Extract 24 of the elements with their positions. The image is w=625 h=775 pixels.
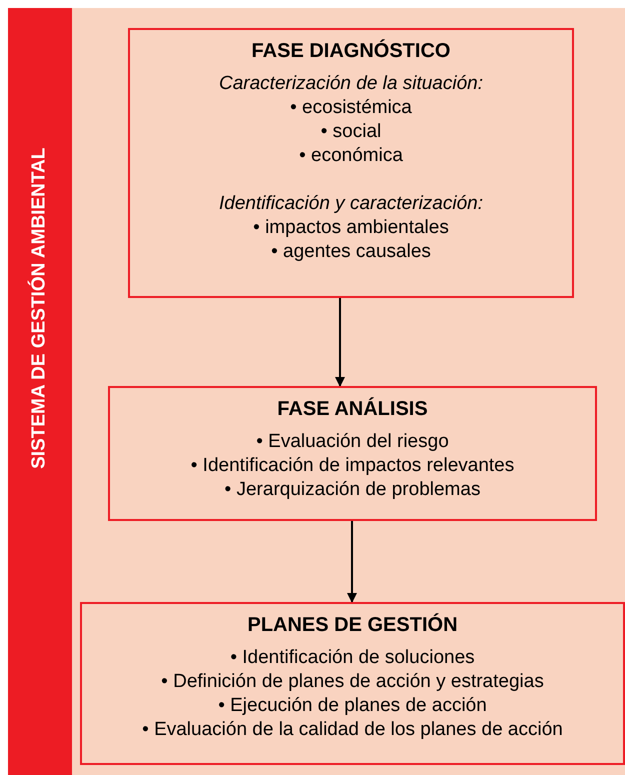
box-text: Caracterización de la situación: <box>218 72 484 96</box>
band-title: SISTEMA DE GESTIÓN AMBIENTAL <box>26 147 51 469</box>
box-text: • económica <box>299 144 403 168</box>
box-heading: PLANES DE GESTIÓN <box>247 612 458 638</box>
process-box <box>80 602 625 765</box>
box-text: • Jerarquización de problemas <box>224 478 480 502</box>
arrow <box>347 521 357 603</box>
system-panel <box>8 8 625 775</box>
box-text: • Identificación de soluciones <box>230 646 475 670</box>
box-text: Identificación y caracterización: <box>218 192 483 216</box>
arrow <box>335 298 345 387</box>
box-text: • Evaluación del riesgo <box>256 430 449 454</box>
box-text: • agentes causales <box>271 240 431 264</box>
box-text: • ecosistémica <box>290 96 412 120</box>
box-text: • Ejecución de planes de acción <box>218 694 487 718</box>
box-heading: FASE ANÁLISIS <box>277 396 428 422</box>
process-box <box>108 386 597 521</box>
box-text: • social <box>320 120 382 144</box>
box-text: • Evaluación de la calidad de los planes de acción <box>142 718 563 742</box>
box-heading: FASE DIAGNÓSTICO <box>252 38 450 64</box>
box-text: • impactos ambientales <box>253 216 449 240</box>
process-box <box>128 28 574 298</box>
box-text: • Definición de planes de acción y estrategias <box>161 670 544 694</box>
box-text: • Identificación de impactos relevantes <box>190 454 514 478</box>
